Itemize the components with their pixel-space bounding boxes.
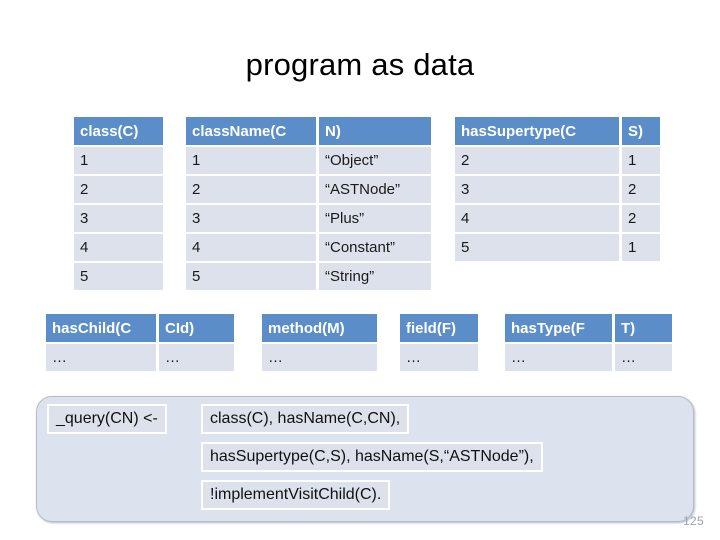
table-has-supertype: hasSupertype(C 2 3 4 5 S) 1 2 2 1 (455, 117, 660, 263)
table-cell: … (615, 344, 672, 371)
table-cell: 5 (455, 234, 619, 261)
query-body-line-3: !implementVisitChild(C). (201, 480, 391, 510)
table-cell: … (400, 344, 478, 371)
column-header: CId) (159, 314, 234, 342)
table-cell: “ASTNode” (319, 176, 431, 203)
table-cell: 1 (186, 147, 316, 174)
column-header: T) (615, 314, 672, 342)
table-cell: 2 (622, 205, 660, 232)
table-column-has-type-f: hasType(F … (505, 314, 612, 373)
table-column-method-m: method(M) … (262, 314, 377, 373)
table-column-has-supertype-s: S) 1 2 2 1 (622, 117, 660, 263)
table-cell: … (46, 344, 156, 371)
table-class-name: className(C 1 2 3 4 5 N) “Object” “ASTNo… (186, 117, 431, 292)
table-cell: 2 (455, 147, 619, 174)
table-cell: 2 (622, 176, 660, 203)
table-cell: 4 (186, 234, 316, 261)
table-class: class(C) 1 2 3 4 5 (74, 117, 166, 292)
table-cell: 4 (455, 205, 619, 232)
table-column-has-child-cid: CId) … (159, 314, 234, 373)
table-cell: 3 (186, 205, 316, 232)
column-header: hasChild(C (46, 314, 156, 342)
table-column-has-supertype-c: hasSupertype(C 2 3 4 5 (455, 117, 619, 263)
table-cell: 5 (74, 263, 163, 290)
table-field: field(F) … (400, 314, 478, 373)
column-header: N) (319, 117, 431, 145)
column-header: method(M) (262, 314, 377, 342)
query-body-line-2: hasSupertype(C,S), hasName(S,“ASTNode”), (201, 442, 543, 472)
table-cell: … (262, 344, 377, 371)
table-cell: 3 (74, 205, 163, 232)
table-column-class-c: class(C) 1 2 3 4 5 (74, 117, 163, 292)
column-header: S) (622, 117, 660, 145)
query-head: _query(CN) <- (47, 404, 167, 434)
column-header: hasType(F (505, 314, 612, 342)
table-cell: 1 (622, 234, 660, 261)
table-cell: 1 (622, 147, 660, 174)
table-cell: 2 (74, 176, 163, 203)
table-cell: “Constant” (319, 234, 431, 261)
column-header: field(F) (400, 314, 478, 342)
table-cell: 4 (74, 234, 163, 261)
table-column-field-f: field(F) … (400, 314, 478, 373)
table-cell: “String” (319, 263, 431, 290)
table-method: method(M) … (262, 314, 377, 373)
table-has-child: hasChild(C … CId) … (46, 314, 234, 373)
table-cell: “Plus” (319, 205, 431, 232)
table-has-type: hasType(F … T) … (505, 314, 672, 373)
column-header: class(C) (74, 117, 163, 145)
table-cell: “Object” (319, 147, 431, 174)
table-cell: 3 (455, 176, 619, 203)
slide-number: 125 (683, 514, 704, 528)
table-cell: 2 (186, 176, 316, 203)
query-panel: _query(CN) <- class(C), hasName(C,CN), h… (36, 396, 694, 522)
table-cell: … (159, 344, 234, 371)
column-header: className(C (186, 117, 316, 145)
column-header: hasSupertype(C (455, 117, 619, 145)
table-cell: 5 (186, 263, 316, 290)
table-column-class-name-c: className(C 1 2 3 4 5 (186, 117, 316, 292)
table-cell: … (505, 344, 612, 371)
table-column-has-child-c: hasChild(C … (46, 314, 156, 373)
table-column-class-name-n: N) “Object” “ASTNode” “Plus” “Constant” … (319, 117, 431, 292)
table-column-has-type-t: T) … (615, 314, 672, 373)
table-cell: 1 (74, 147, 163, 174)
query-body-line-1: class(C), hasName(C,CN), (201, 404, 410, 434)
page-title: program as data (245, 47, 475, 82)
